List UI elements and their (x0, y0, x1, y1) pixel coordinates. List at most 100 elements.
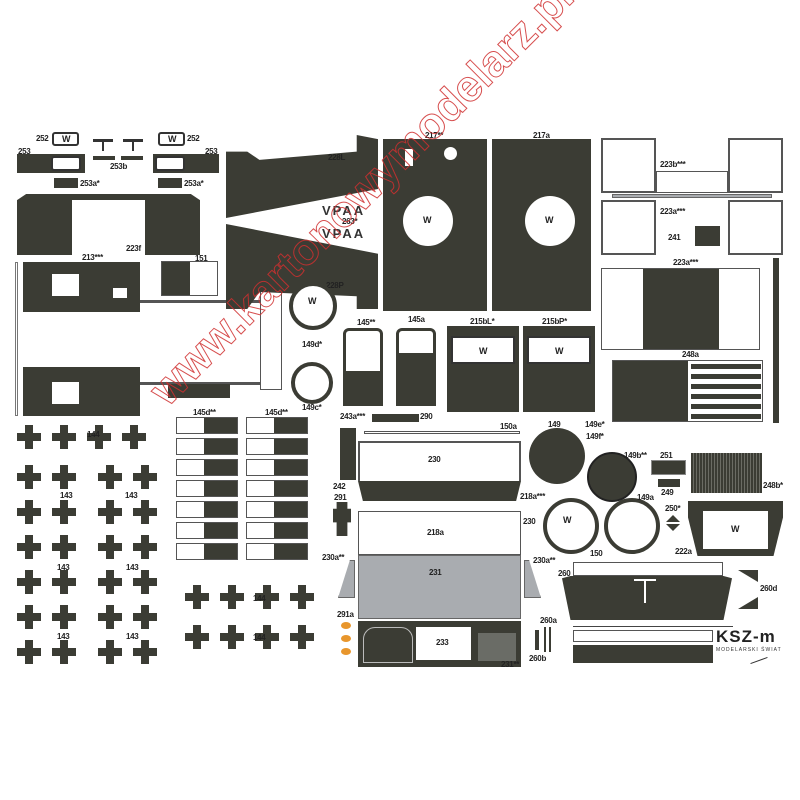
part-cross (52, 535, 76, 559)
part-248a (612, 360, 763, 422)
part-cross (185, 625, 209, 649)
part-241 (695, 226, 720, 246)
part-223-strip (612, 194, 772, 198)
part-230a-right (524, 560, 541, 598)
label-144: 144 (253, 594, 266, 603)
label-143: 143 (60, 491, 73, 500)
part-150a (364, 431, 520, 434)
label-249: 249 (661, 488, 674, 497)
part-260-lower (573, 626, 733, 666)
label-252: 252 (187, 134, 200, 143)
label-252: 252 (36, 134, 49, 143)
part-cross (98, 570, 122, 594)
label-144: 144 (87, 430, 100, 439)
part-223b-mid (656, 171, 728, 193)
part-cross (52, 570, 76, 594)
part-cross (17, 640, 41, 664)
part-233-dashboard: 233 (358, 621, 521, 667)
label-230a: 230a** (322, 553, 345, 562)
part-260a (549, 627, 551, 652)
label-253a: 253a* (184, 179, 204, 188)
part-cross (52, 605, 76, 629)
part-cross (220, 625, 244, 649)
label-260: 260 (558, 569, 571, 578)
part-cross (133, 640, 157, 664)
label-253a: 253a* (80, 179, 100, 188)
part-cross (133, 605, 157, 629)
label-231: 231** (501, 660, 520, 669)
label-149e: 149e* (585, 420, 605, 429)
part-cross (98, 535, 122, 559)
label-241: 241 (668, 233, 681, 242)
seat-base (399, 353, 433, 403)
decal-vpaa: VPAA (322, 226, 366, 241)
part-223b-left (601, 138, 656, 193)
part-250-arrow-down (666, 524, 680, 531)
label-260d: 260d (760, 584, 778, 593)
window-frame (51, 156, 81, 171)
part-strip-vertical (773, 258, 779, 423)
opening (444, 147, 457, 160)
part-145d-piece (246, 543, 308, 560)
window: W (451, 336, 515, 364)
part-213-band (23, 312, 140, 367)
part-145d-piece (176, 417, 238, 434)
part-218a-dark (358, 481, 521, 501)
part-cross (17, 465, 41, 489)
brand-logo: KSZ-m (716, 627, 776, 646)
label-260b: 260b (529, 654, 547, 663)
part-253b-stem (102, 139, 104, 151)
window-frame (155, 156, 185, 171)
part-149b-disc (587, 452, 637, 502)
label-145: 145** (357, 318, 376, 327)
label-149: 149 (548, 420, 561, 429)
window: W (703, 511, 768, 549)
part-145d-piece (176, 459, 238, 476)
part-145d-piece (176, 480, 238, 497)
part-cross (133, 535, 157, 559)
part-145d-piece (246, 417, 308, 434)
label-291: 291 (334, 493, 347, 502)
part-253b-bar (93, 156, 115, 160)
label-150: 150 (590, 549, 603, 558)
label-263: 263* (342, 217, 358, 226)
part-253a-right (158, 178, 182, 188)
part-260-stem (644, 579, 646, 603)
label-253: 253 (205, 147, 218, 156)
part-cross (98, 605, 122, 629)
part-cross (98, 640, 122, 664)
part-145d-piece (176, 501, 238, 518)
label-151: 151 (195, 254, 208, 263)
part-230: 230 (358, 441, 521, 481)
part-215bP: W (523, 326, 595, 412)
part-frame-end (260, 290, 282, 390)
part-213 (23, 262, 140, 416)
radio-panel (478, 633, 516, 661)
label-291a: 291a (337, 610, 354, 619)
label-230a: 230a** (533, 556, 556, 565)
part-250-arrow-up (666, 515, 680, 522)
hatch-opening: W (525, 196, 575, 246)
label-260a: 260a (540, 616, 557, 625)
part-248a-slats (691, 364, 761, 420)
part-253b-bar (121, 156, 143, 160)
signature (750, 656, 768, 665)
part-253-left (17, 154, 85, 173)
label-290: 290 (420, 412, 433, 421)
part-cross (133, 465, 157, 489)
part-252-left: W (52, 132, 79, 146)
part-cross (185, 585, 209, 609)
part-223a-panel (601, 268, 760, 350)
label-217: 217** (425, 131, 444, 140)
part-218a: 218a (358, 511, 521, 555)
part-cross (52, 425, 76, 449)
part-149d-ring: W (289, 282, 337, 330)
part-frame (140, 300, 270, 385)
part-217: W (383, 139, 487, 311)
label-143: 143 (57, 563, 70, 572)
part-223b-right (728, 138, 783, 193)
part-291a-piece (341, 648, 351, 655)
part-cross (52, 465, 76, 489)
part-cross (52, 640, 76, 664)
